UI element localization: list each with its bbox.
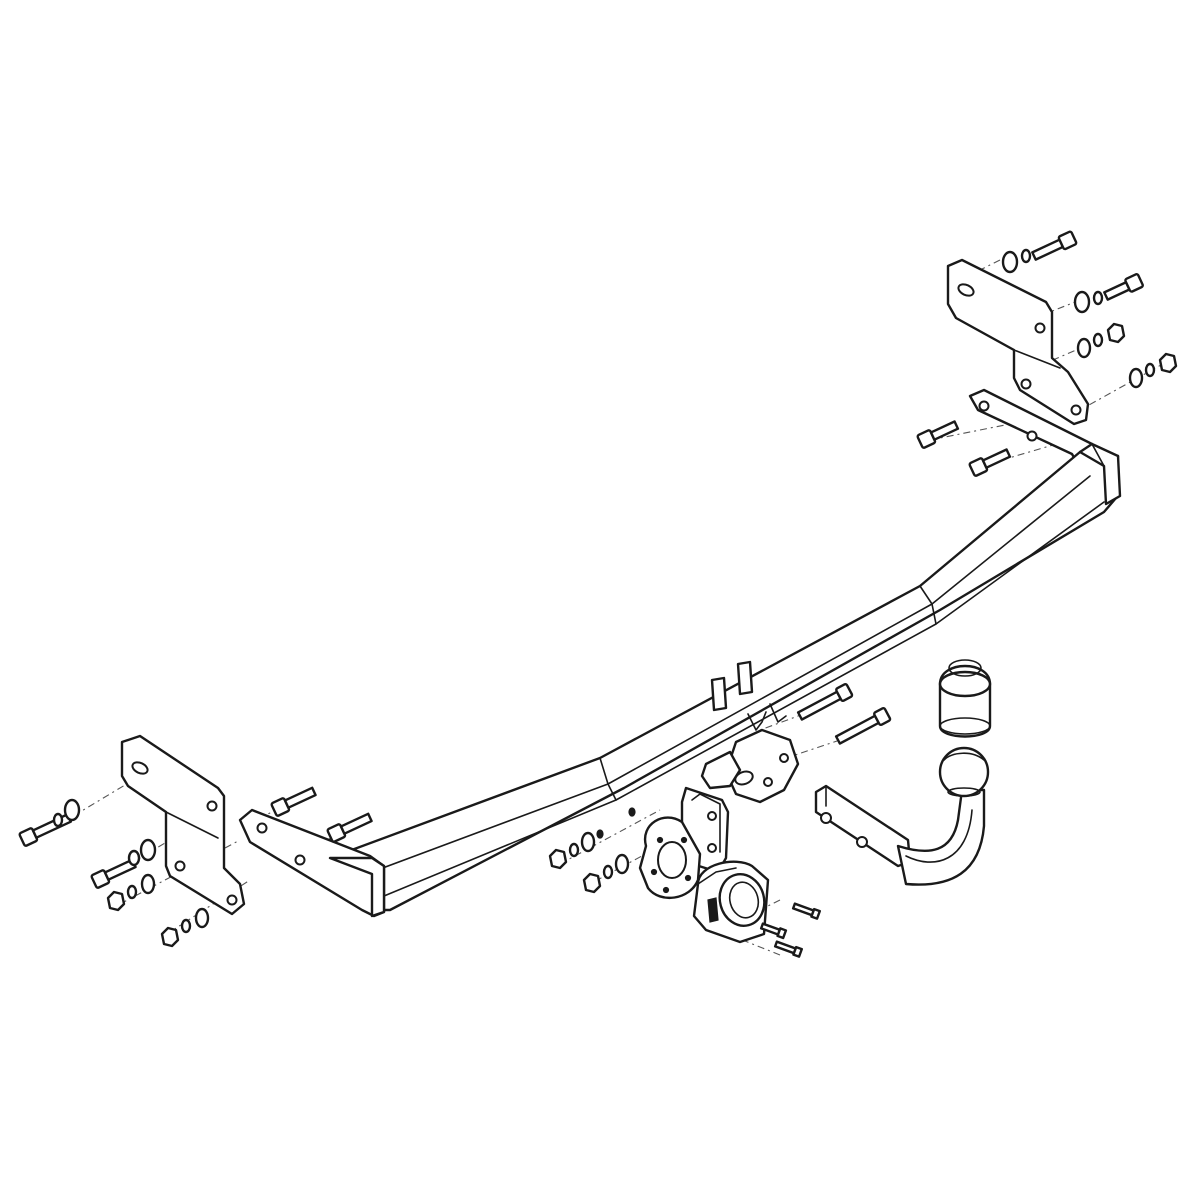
- nut: [1106, 322, 1126, 344]
- flat-washer: [1001, 250, 1019, 274]
- bolt: [326, 812, 373, 843]
- bracket-slot: [131, 761, 149, 775]
- flat-washer: [63, 798, 81, 822]
- center-mount-assembly: [700, 660, 800, 804]
- bolts: [18, 230, 1144, 958]
- nut: [548, 848, 568, 870]
- bracket-hole: [174, 860, 186, 872]
- right-mounting-bracket: [946, 258, 1090, 426]
- bracket-hole: [1034, 322, 1046, 334]
- nut: [106, 890, 126, 912]
- bolt: [968, 448, 1012, 477]
- electrical-socket: [692, 860, 770, 944]
- bracket-slot: [957, 283, 975, 297]
- tow-ball-cap: [938, 659, 992, 738]
- left-mounting-bracket: [120, 734, 246, 916]
- bolt: [916, 420, 960, 449]
- bolt: [796, 683, 854, 721]
- bolt: [18, 813, 73, 847]
- bolt: [834, 707, 892, 745]
- nut: [1158, 352, 1178, 374]
- socket-screw: [791, 902, 822, 920]
- bracket-hole: [1070, 404, 1082, 416]
- spring-washer: [127, 849, 141, 867]
- tow-ball-arm: [814, 746, 990, 886]
- bracket-hole: [1020, 378, 1032, 390]
- socket-screw: [773, 940, 804, 958]
- washers-and-nuts: [52, 248, 1178, 948]
- spring-washer: [1020, 248, 1032, 264]
- arm-pin-hole: [820, 812, 832, 824]
- spring-washer: [52, 812, 64, 828]
- bracket-hole: [206, 800, 218, 812]
- socket-screw: [759, 922, 788, 940]
- nut: [160, 926, 180, 948]
- crossbar: [238, 388, 1122, 918]
- bolt: [1031, 230, 1078, 261]
- endplate-hole: [294, 854, 306, 866]
- bolt: [270, 786, 317, 817]
- bolt: [1103, 273, 1144, 301]
- bracket-hole: [226, 894, 238, 906]
- nut: [582, 872, 602, 894]
- flat-washer: [139, 838, 157, 862]
- endplate-hole: [256, 822, 268, 834]
- endplate-hole: [978, 400, 990, 412]
- arm-pin-hole: [856, 836, 868, 848]
- bolt: [90, 858, 137, 889]
- endplate-hole: [1026, 430, 1038, 442]
